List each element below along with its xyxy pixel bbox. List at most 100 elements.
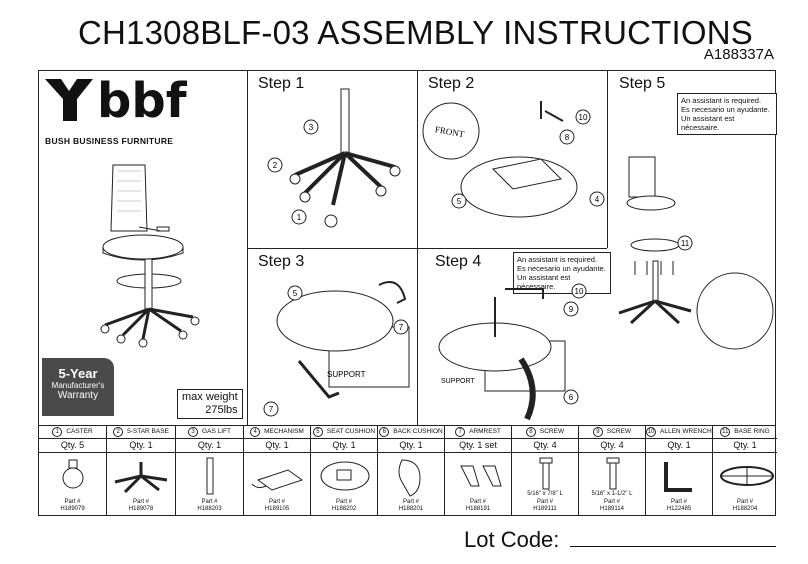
warranty-line-2: Warranty <box>57 390 99 401</box>
divider <box>607 71 608 248</box>
step-3-illustration: SUPPORT 5 7 7 <box>263 281 410 417</box>
svg-text:10: 10 <box>575 287 584 296</box>
svg-text:1: 1 <box>297 213 302 222</box>
svg-text:2: 2 <box>273 161 278 170</box>
part-number: Part #H188204 <box>732 499 758 512</box>
base-ring-icon <box>720 466 774 486</box>
instructions-frame: bbf BUSH BUSINESS FURNITURE 5-Year Manuf… <box>38 70 777 426</box>
part-quantity: Qty. 1 <box>378 438 444 453</box>
step-2-label: Step 2 <box>428 75 475 92</box>
document-title: CH1308BLF-03 ASSEMBLY INSTRUCTIONS <box>78 14 753 51</box>
part-number: Part #H189114 <box>600 499 624 512</box>
part-quantity: Qty. 1 <box>646 438 712 453</box>
svg-text:7: 7 <box>269 405 274 414</box>
part-quantity: Qty. 1 <box>244 438 310 453</box>
company-name: BUSH BUSINESS FURNITURE <box>45 136 174 146</box>
part-number: Part #H189079 <box>60 499 85 512</box>
max-weight-box: max weight 275lbs <box>177 389 243 419</box>
max-weight-label: max weight <box>182 391 238 403</box>
step-4-label: Step 4 <box>435 253 482 270</box>
part-quantity: Qty. 1 <box>107 438 175 453</box>
svg-text:7: 7 <box>399 323 404 332</box>
warranty-line-1: Manufacturer's <box>51 381 105 390</box>
back-cushion-icon <box>398 459 421 497</box>
part-number: Part #H122485 <box>666 499 692 512</box>
max-weight-value: 275lbs <box>205 404 238 416</box>
warranty-years: 5-Year <box>58 366 98 381</box>
lot-code-line <box>570 546 776 547</box>
step-1-illustration: 3 2 1 <box>267 88 401 228</box>
part-quantity: Qty. 1 <box>176 438 243 453</box>
svg-text:11: 11 <box>681 239 690 248</box>
part-number: Part #H189111 <box>533 499 557 512</box>
svg-text:3: 3 <box>309 123 314 132</box>
step-4-assistant-note: An assistant is required. Es necesario u… <box>513 252 611 294</box>
assembled-chair-illustration <box>100 164 200 348</box>
part-size: 5/16" x 1-1/2" L <box>591 491 633 497</box>
seat-cushion-icon <box>320 461 370 491</box>
divider <box>247 248 607 249</box>
svg-text:4: 4 <box>595 195 600 204</box>
screw-icon <box>539 457 553 490</box>
mechanism-icon <box>251 469 304 491</box>
gas-lift-icon <box>206 457 214 495</box>
part-number: Part #H189078 <box>128 499 154 512</box>
part-number: Part #H188203 <box>197 499 222 512</box>
svg-text:6: 6 <box>569 393 574 402</box>
lot-code-label: Lot Code: <box>464 527 560 552</box>
svg-text:5: 5 <box>293 289 298 298</box>
svg-text:bbf: bbf <box>97 73 188 129</box>
allen-wrench-icon <box>664 462 692 492</box>
step-5-illustration: 11 <box>618 156 774 350</box>
part-quantity: Qty. 4 <box>579 438 645 453</box>
caster-icon <box>62 459 84 489</box>
step-5-assistant-note: An assistant is required. Es necesario u… <box>677 93 777 135</box>
part-number: Part #H188202 <box>331 499 357 512</box>
part-quantity: Qty. 1 <box>311 438 377 453</box>
warranty-badge: 5-Year Manufacturer's Warranty <box>42 358 114 416</box>
svg-text:SUPPORT: SUPPORT <box>327 370 366 379</box>
bbf-logo-icon: bbf <box>45 73 188 129</box>
part-number: Part #H188191 <box>465 499 491 512</box>
star-base-icon <box>114 462 168 494</box>
brand-logo: bbf BUSH BUSINESS FURNITURE <box>43 73 243 146</box>
step-3-label: Step 3 <box>258 253 305 270</box>
part-size: 5/16" x 7/8" L <box>527 491 563 497</box>
screw-icon <box>606 457 620 490</box>
armrest-icon <box>460 465 502 487</box>
step-4-illustration: SUPPORT 10 9 6 <box>438 283 587 421</box>
svg-text:5: 5 <box>457 197 462 206</box>
svg-text:9: 9 <box>569 305 574 314</box>
step-5-label: Step 5 <box>619 75 666 92</box>
step-1-label: Step 1 <box>258 75 305 92</box>
part-number: Part #H188201 <box>398 499 424 512</box>
part-quantity: Qty. 1 <box>713 438 777 453</box>
part-quantity: Qty. 4 <box>512 438 578 453</box>
part-number: Part #H189105 <box>264 499 290 512</box>
part-quantity: Qty. 1 set <box>445 438 511 453</box>
svg-text:8: 8 <box>565 133 570 142</box>
part-quantity: Qty. 5 <box>39 438 106 453</box>
